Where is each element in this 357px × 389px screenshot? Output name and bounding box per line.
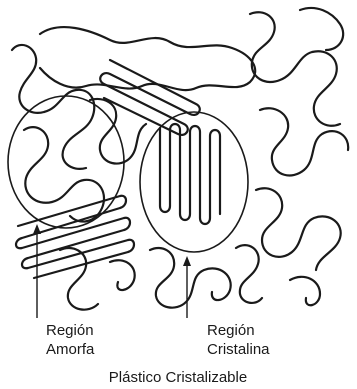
polymer-chain xyxy=(110,260,135,290)
polymer-chain xyxy=(24,127,104,221)
amorphous-label-line1: Región xyxy=(46,322,94,339)
amorphous-arrow xyxy=(33,224,41,318)
crystalline-arrow xyxy=(183,256,191,318)
crystalline-label-line2: Cristalina xyxy=(207,341,270,358)
amorphous-label-line2: Amorfa xyxy=(46,341,95,358)
polymer-chain xyxy=(150,248,231,308)
crystalline-region-outline xyxy=(140,112,248,252)
polymer-chain xyxy=(236,245,262,303)
polymer-chain xyxy=(160,124,220,224)
caption: Plástico Cristalizable xyxy=(109,369,247,386)
polymer-chain xyxy=(290,277,320,305)
polymer-chains xyxy=(12,8,348,310)
polymer-chain xyxy=(12,45,94,169)
polymer-chain xyxy=(40,27,255,90)
polymer-chain xyxy=(260,108,348,175)
polymer-chain xyxy=(256,188,341,270)
crystalline-label-line1: Región xyxy=(207,322,255,339)
polymer-chain xyxy=(300,8,343,50)
polymer-chain xyxy=(16,196,134,278)
